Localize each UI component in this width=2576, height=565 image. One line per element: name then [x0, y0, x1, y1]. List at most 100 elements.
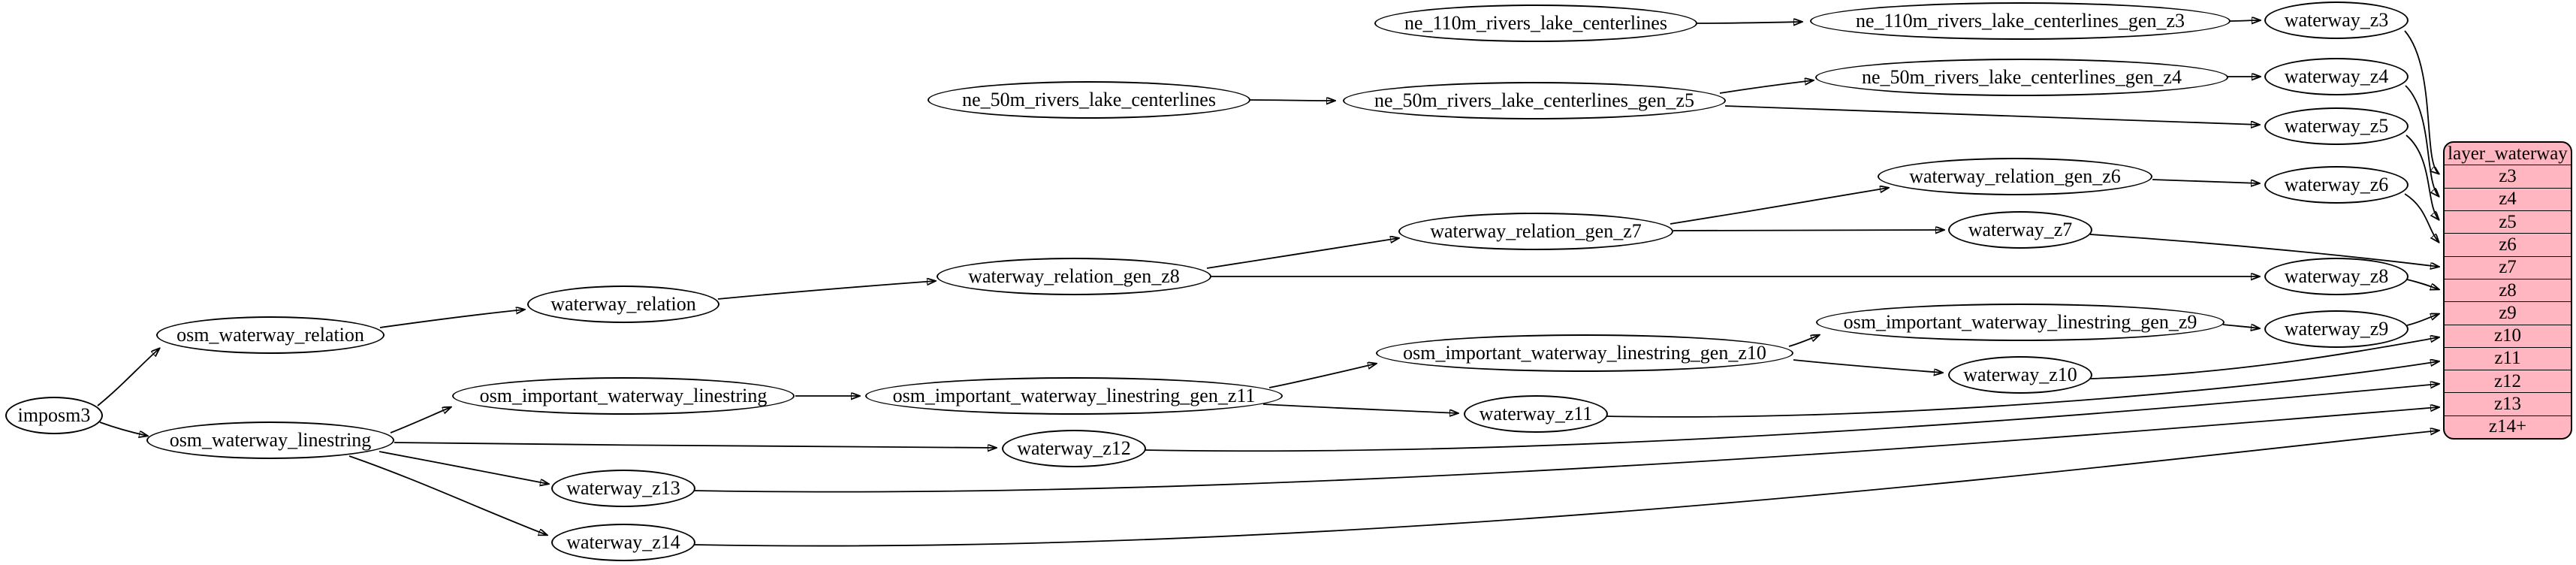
edge-ne50m-to-ne50m-gen-z5	[1249, 100, 1335, 101]
node-label: osm_important_waterway_linestring_gen_z9	[1843, 311, 2197, 333]
edge-imposm3-to-osm-waterway-linestring	[99, 421, 147, 436]
node-osm-waterway-relation: osm_waterway_relation	[156, 316, 385, 354]
edge-gen-z8-to-gen-z7	[1206, 238, 1398, 269]
node-waterway-z4: waterway_z4	[2264, 58, 2409, 95]
node-imposm3: imposm3	[5, 397, 103, 434]
node-label: waterway_z7	[1968, 219, 2073, 240]
edge-osm-waterway-relation-to-waterway-relation	[379, 310, 524, 328]
node-ne-50m-rivers-lake-centerlines-gen-z4: ne_50m_rivers_lake_centerlines_gen_z4	[1815, 59, 2228, 96]
table-row-z10: z10	[2445, 324, 2571, 347]
node-label: waterway_z8	[2284, 265, 2389, 287]
table-row-z3: z3	[2445, 165, 2571, 187]
node-label: osm_waterway_linestring	[169, 429, 372, 451]
edge-gen-z10-to-waterway-z10	[1793, 359, 1942, 373]
edge-gen-z7-to-gen-z6	[1670, 188, 1888, 225]
node-waterway-z8: waterway_z8	[2264, 258, 2409, 295]
node-label: waterway_z6	[2284, 174, 2389, 195]
edge-osm-waterway-linestring-to-osm-important-waterway-linestring	[390, 407, 451, 434]
node-label: waterway_relation_gen_z7	[1430, 220, 1642, 242]
node-waterway-relation-gen-z8: waterway_relation_gen_z8	[937, 258, 1211, 295]
node-ne-110m-rivers-lake-centerlines: ne_110m_rivers_lake_centerlines	[1374, 5, 1697, 42]
node-waterway-z12: waterway_z12	[1002, 430, 1146, 467]
node-waterway-z3: waterway_z3	[2264, 2, 2409, 39]
edge-waterway-z10-to-row-z10	[2089, 337, 2439, 379]
node-label: waterway_z11	[1479, 403, 1593, 425]
table-row-z9: z9	[2445, 301, 2571, 324]
edge-gen-z6-to-waterway-z6	[2152, 179, 2259, 183]
edge-ne110m-to-ne110m-gen-z3	[1697, 22, 1802, 23]
table-row-z7: z7	[2445, 255, 2571, 279]
node-waterway-z11: waterway_z11	[1464, 395, 1608, 433]
node-label: osm_waterway_relation	[176, 324, 364, 346]
edge-gen-z11-to-waterway-z11	[1262, 403, 1458, 413]
node-ne-50m-rivers-lake-centerlines-gen-z5: ne_50m_rivers_lake_centerlines_gen_z5	[1343, 82, 1726, 119]
edge-waterway-z14-to-row-z14plus	[693, 431, 2439, 547]
node-ne-110m-rivers-lake-centerlines-gen-z3: ne_110m_rivers_lake_centerlines_gen_z3	[1810, 2, 2231, 40]
node-waterway-z13: waterway_z13	[551, 470, 695, 507]
table-row-z5: z5	[2445, 210, 2571, 233]
node-waterway-z6: waterway_z6	[2264, 166, 2409, 204]
node-osm-important-waterway-linestring-gen-z10: osm_important_waterway_linestring_gen_z1…	[1376, 334, 1793, 372]
node-label: waterway_relation_gen_z8	[968, 265, 1180, 287]
node-label: ne_50m_rivers_lake_centerlines_gen_z5	[1374, 89, 1694, 111]
node-label: waterway_relation	[550, 293, 696, 315]
table-title: layer_waterway	[2448, 143, 2568, 164]
edge-waterway-z12-to-row-z12	[1144, 384, 2439, 452]
edge-waterway-z13-to-row-z13	[693, 407, 2439, 493]
node-label: osm_important_waterway_linestring_gen_z1…	[1403, 342, 1766, 364]
node-label: waterway_z12	[1017, 437, 1131, 459]
table-row-z11: z11	[2445, 346, 2571, 370]
edge-osm-waterway-linestring-to-waterway-z13	[379, 451, 548, 484]
edge-waterway-z9-to-row-z9	[2406, 314, 2439, 326]
edge-ne50m-gen-z5-to-waterway-z5	[1724, 105, 2259, 125]
edge-waterway-z4-to-row-z4	[2405, 85, 2439, 196]
node-label: ne_50m_rivers_lake_centerlines	[962, 89, 1216, 110]
node-label: waterway_relation_gen_z6	[1909, 165, 2121, 187]
edge-osm-waterway-linestring-to-waterway-z14	[348, 455, 547, 535]
edge-waterway-relation-to-gen-z8	[717, 281, 935, 300]
table-row-z14plus: z14+	[2445, 415, 2571, 438]
node-ne-50m-rivers-lake-centerlines: ne_50m_rivers_lake_centerlines	[928, 81, 1250, 119]
node-waterway-z7: waterway_z7	[1948, 211, 2092, 249]
edge-osm-waterway-linestring-to-waterway-z12	[394, 442, 996, 448]
node-waterway-z14: waterway_z14	[551, 524, 695, 561]
edge-waterway-z8-to-row-z8	[2406, 279, 2439, 289]
table-row-z6: z6	[2445, 233, 2571, 255]
table-row-z12: z12	[2445, 370, 2571, 392]
node-waterway-z5: waterway_z5	[2264, 107, 2409, 145]
edge-waterway-z3-to-row-z3	[2404, 30, 2439, 174]
node-label: waterway_z9	[2284, 318, 2389, 340]
node-waterway-z10: waterway_z10	[1948, 356, 2092, 394]
node-label: waterway_z3	[2284, 9, 2389, 31]
edge-ne50m-gen-z5-to-ne50m-gen-z4	[1719, 80, 1813, 94]
node-label: waterway_z13	[566, 477, 680, 499]
table-row-z8: z8	[2445, 278, 2571, 301]
node-label: waterway_z4	[2284, 65, 2389, 87]
node-label: ne_110m_rivers_lake_centerlines_gen_z3	[1856, 10, 2185, 32]
node-label: ne_50m_rivers_lake_centerlines_gen_z4	[1862, 66, 2182, 88]
node-waterway-z9: waterway_z9	[2264, 310, 2409, 348]
table-row-z13: z13	[2445, 392, 2571, 415]
edge-gen-z10-to-gen-z9	[1788, 335, 1819, 347]
node-osm-important-waterway-linestring: osm_important_waterway_linestring	[452, 377, 795, 415]
edge-gen-z7-to-waterway-z7	[1673, 230, 1944, 231]
node-osm-waterway-linestring: osm_waterway_linestring	[146, 421, 394, 459]
edge-gen-z11-to-gen-z10	[1268, 364, 1376, 388]
node-waterway-relation-gen-z6: waterway_relation_gen_z6	[1878, 158, 2152, 195]
edge-waterway-z11-to-row-z11	[1606, 361, 2439, 418]
edge-waterway-z6-to-row-z6	[2404, 193, 2439, 242]
edge-gen-z9-to-waterway-z9	[2222, 324, 2259, 328]
node-label: osm_important_waterway_linestring	[479, 385, 768, 406]
node-waterway-relation-gen-z7: waterway_relation_gen_z7	[1398, 213, 1673, 250]
node-label: waterway_z10	[1963, 364, 2077, 385]
edge-waterway-z7-to-row-z7	[2089, 234, 2439, 267]
node-waterway-relation: waterway_relation	[527, 286, 719, 323]
edge-waterway-z5-to-row-z5	[2406, 134, 2439, 219]
node-label: waterway_z14	[566, 531, 680, 553]
edge-ne110m-gen-z3-to-waterway-z3	[2228, 20, 2260, 21]
table-row-z4: z4	[2445, 187, 2571, 210]
edge-imposm3-to-osm-waterway-relation	[97, 349, 159, 406]
node-label: waterway_z5	[2284, 115, 2389, 137]
